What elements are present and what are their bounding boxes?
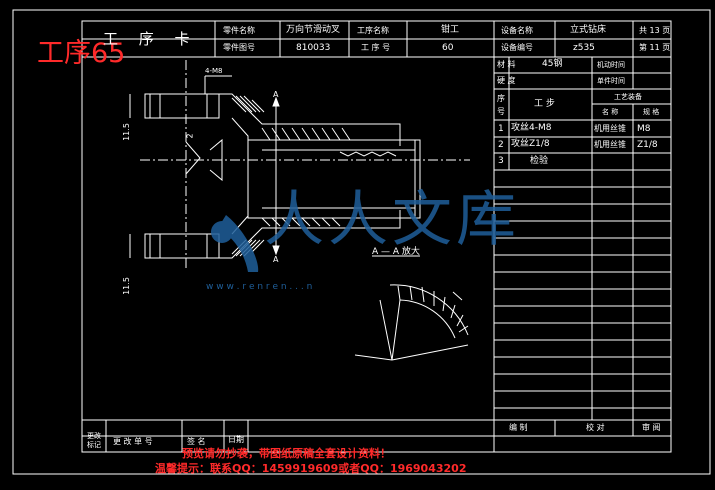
date-label: 日期: [228, 435, 244, 444]
material-label: 材 料: [497, 60, 516, 69]
dimension-center: 2: [185, 133, 195, 139]
part-name-label: 零件名称: [223, 26, 255, 35]
equipment-no-label: 设备编号: [501, 43, 533, 52]
notice-line-1: 预览请勿抄袭，带图纸原稿全套设计资料！: [182, 447, 391, 460]
part-drawing-label: 零件图号: [223, 43, 255, 52]
inner-border: [81, 20, 672, 453]
checked-label: 校 对: [586, 423, 605, 432]
step-row-no: 3: [498, 156, 504, 166]
material-value: 45钢: [542, 59, 563, 69]
step-row-text: 检验: [530, 156, 549, 166]
step-row-no: 1: [498, 124, 504, 134]
process-no-label: 工 序 号: [361, 43, 391, 52]
section-mark-bottom: A: [273, 255, 279, 264]
prepared-label: 编 制: [509, 423, 528, 432]
hardness-label: 硬 度: [497, 76, 516, 85]
machine-time-label: 机动时间: [597, 61, 625, 69]
process-no: 60: [442, 43, 454, 53]
approved-label: 审 阅: [642, 423, 661, 432]
equipment-no: z535: [573, 43, 595, 53]
part-drawing-no: 810033: [296, 43, 331, 53]
mark-label-1: 更改: [87, 432, 101, 440]
page-no: 第 11 页: [639, 43, 671, 52]
equipment-name-label: 设备名称: [501, 26, 533, 35]
step-row-spec: Z1/8: [637, 140, 658, 150]
step-row-text: 攻丝Z1/8: [511, 139, 550, 149]
process-label: 工序65: [37, 38, 126, 69]
part-drawing: [129, 60, 470, 270]
name-col-header: 名 称: [602, 108, 619, 116]
equipment-name: 立式钻床: [570, 25, 607, 35]
notice-line-2: 温馨提示：联系QQ：1459919609或者QQ：1969043202: [155, 462, 467, 475]
watermark-logo: [211, 215, 259, 272]
outer-border: [12, 9, 711, 475]
watermark-text: 人人文库: [264, 185, 520, 255]
card-title: 工 序 卡: [103, 30, 198, 48]
step-row-tool: 机用丝锥: [594, 140, 626, 149]
seq-label-1: 序: [497, 94, 505, 103]
mark-label-2: 标记: [87, 441, 101, 449]
section-view-label: A — A 放大: [372, 247, 420, 257]
process-name: 钳工: [441, 25, 460, 35]
signature-label: 签 名: [187, 437, 206, 446]
equipment-header: 工艺装备: [614, 93, 642, 101]
step-row-spec: M8: [637, 124, 651, 134]
process-name-label: 工序名称: [357, 26, 389, 35]
step-row-no: 2: [498, 140, 504, 150]
part-name: 万向节滑动叉: [286, 25, 341, 35]
seq-label-2: 号: [497, 107, 505, 116]
step-header: 工 步: [534, 99, 555, 109]
step-row-text: 攻丝4-M8: [511, 123, 552, 133]
section-mark-top: A: [273, 90, 279, 99]
watermark-url: w w w . r e n r e n . . . n: [206, 282, 313, 292]
doc-no-label: 更 改 单 号: [113, 437, 153, 446]
spec-col-header: 规 格: [643, 108, 660, 116]
step-row-tool: 机用丝锥: [594, 124, 626, 133]
section-view: [354, 255, 469, 361]
unit-time-label: 单件时间: [597, 77, 625, 85]
dimension-upper: 11.5: [121, 123, 131, 141]
thread-callout: 4-M8: [205, 67, 223, 75]
dimension-lower: 11.5: [121, 277, 131, 295]
total-pages: 共 13 页: [639, 26, 671, 35]
